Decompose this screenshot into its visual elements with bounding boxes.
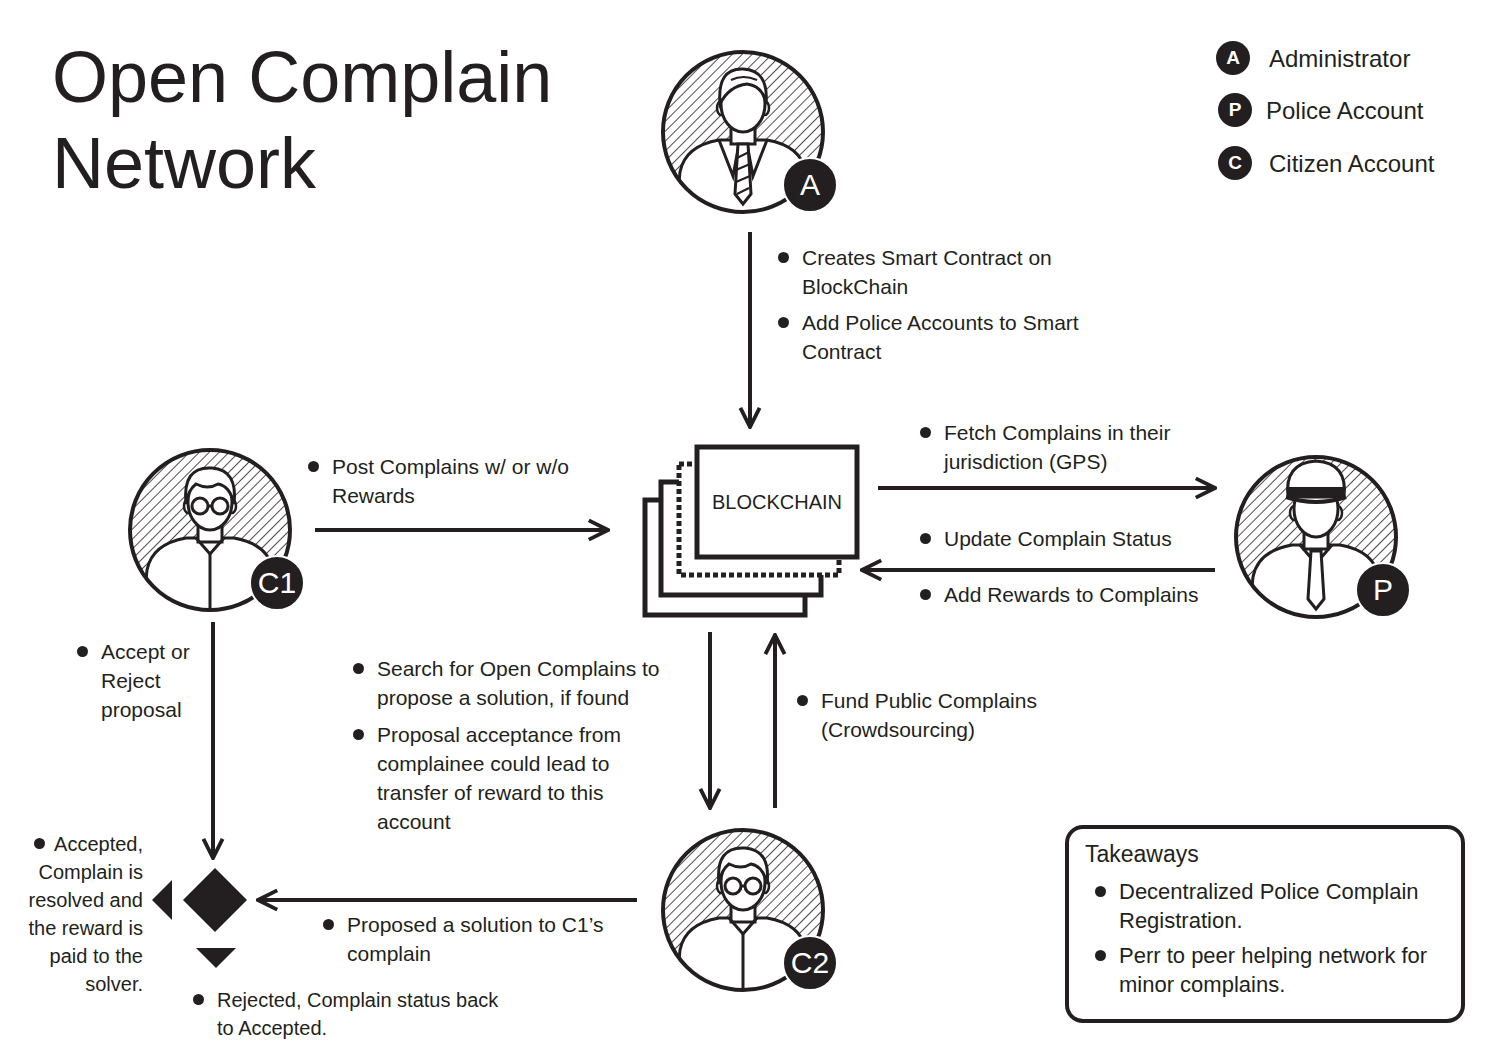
- outcome-arrowhead: [152, 880, 172, 920]
- outcome-arrowhead: [196, 948, 236, 968]
- blockchain-label: BLOCKCHAIN: [697, 447, 857, 557]
- role-badge: A: [782, 157, 838, 213]
- actor-circle: C1: [128, 448, 292, 612]
- connector-arrow: [708, 632, 712, 808]
- outcome-note: Accepted, Complain is resolved and the r…: [8, 830, 143, 998]
- outcome-note: Rejected, Complain status back to Accept…: [217, 986, 517, 1042]
- blockchain-stack: [645, 447, 857, 615]
- note-label: Proposal acceptance from complainee coul…: [377, 720, 667, 836]
- role-badge: P: [1355, 562, 1411, 618]
- actor-circle: C2: [661, 828, 825, 992]
- actor-circle: P: [1234, 455, 1398, 619]
- takeaway-item: Perr to peer helping network for minor c…: [1119, 941, 1445, 999]
- diamond-shape: [183, 868, 247, 932]
- actor-circle: A: [661, 50, 825, 214]
- legend-text: Police Account: [1266, 96, 1423, 126]
- connector-arrow: [315, 528, 608, 532]
- box-heading: Takeaways: [1085, 839, 1445, 869]
- legend-text: Administrator: [1269, 44, 1410, 74]
- connector-arrow: [862, 568, 1215, 572]
- legend-badge: C: [1218, 146, 1252, 180]
- edge-label: Fund Public Complains (Crowdsourcing): [821, 686, 1101, 744]
- edge-label: Search for Open Complains to propose a s…: [377, 654, 677, 712]
- edge-label: Fetch Complains in their jurisdiction (G…: [944, 418, 1219, 476]
- edge-label: Accept or Reject proposal: [101, 637, 201, 724]
- decision-diamond: Accepted, Complain is resolved and the r…: [183, 868, 247, 932]
- legend-badge: P: [1218, 93, 1252, 127]
- edge-label: Post Complains w/ or w/o Rewards: [332, 452, 617, 510]
- note-label: Add Police Accounts to Smart Contract: [802, 308, 1082, 366]
- note-label: Add Rewards to Complains: [944, 580, 1244, 609]
- connector-arrow: [258, 898, 637, 902]
- blockchain-box: BLOCKCHAIN: [645, 447, 857, 615]
- edge-label: Creates Smart Contract on BlockChain: [802, 243, 1092, 301]
- legend-text: Citizen Account: [1269, 149, 1434, 179]
- edge-label: Proposed a solution to C1’s complain: [347, 910, 617, 968]
- diagram-title: Open Complain Network: [52, 34, 672, 206]
- edge-label: Update Complain Status: [944, 524, 1244, 553]
- connector-arrow: [878, 486, 1215, 490]
- connector-arrow: [211, 622, 215, 858]
- takeaways-box: TakeawaysDecentralized Police Complain R…: [1065, 825, 1465, 1023]
- role-badge: C1: [249, 555, 305, 611]
- connector-arrow: [748, 232, 752, 427]
- legend-badge: A: [1216, 41, 1250, 75]
- role-badge: C2: [782, 935, 838, 991]
- connector-arrow: [773, 635, 777, 808]
- takeaway-item: Decentralized Police Complain Registrati…: [1119, 877, 1445, 935]
